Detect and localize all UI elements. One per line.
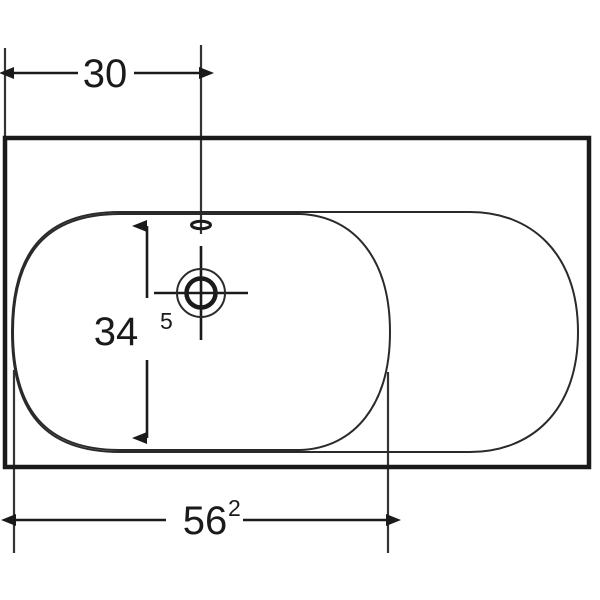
inner-basin-contour (11, 213, 392, 451)
dimension-34-5: 34 5 (94, 220, 173, 444)
dimension-34-superscript: 5 (160, 308, 173, 334)
dimension-30-label: 30 (83, 52, 128, 96)
drain-waste-outlet (154, 246, 248, 340)
overflow-slot-icon (190, 219, 212, 231)
dimension-34-label: 34 (94, 310, 139, 354)
drain-outer-circle (176, 268, 226, 318)
dimension-56-label: 56 (183, 499, 228, 543)
dimension-30: 30 (0, 52, 214, 96)
dimension-56-superscript: 2 (228, 495, 241, 521)
dimension-56-2: 56 2 (1, 495, 401, 543)
washbasin-outer-rectangle (2, 135, 592, 470)
bowl-outer-contour (10, 211, 580, 453)
drain-inner-circle (184, 276, 218, 310)
